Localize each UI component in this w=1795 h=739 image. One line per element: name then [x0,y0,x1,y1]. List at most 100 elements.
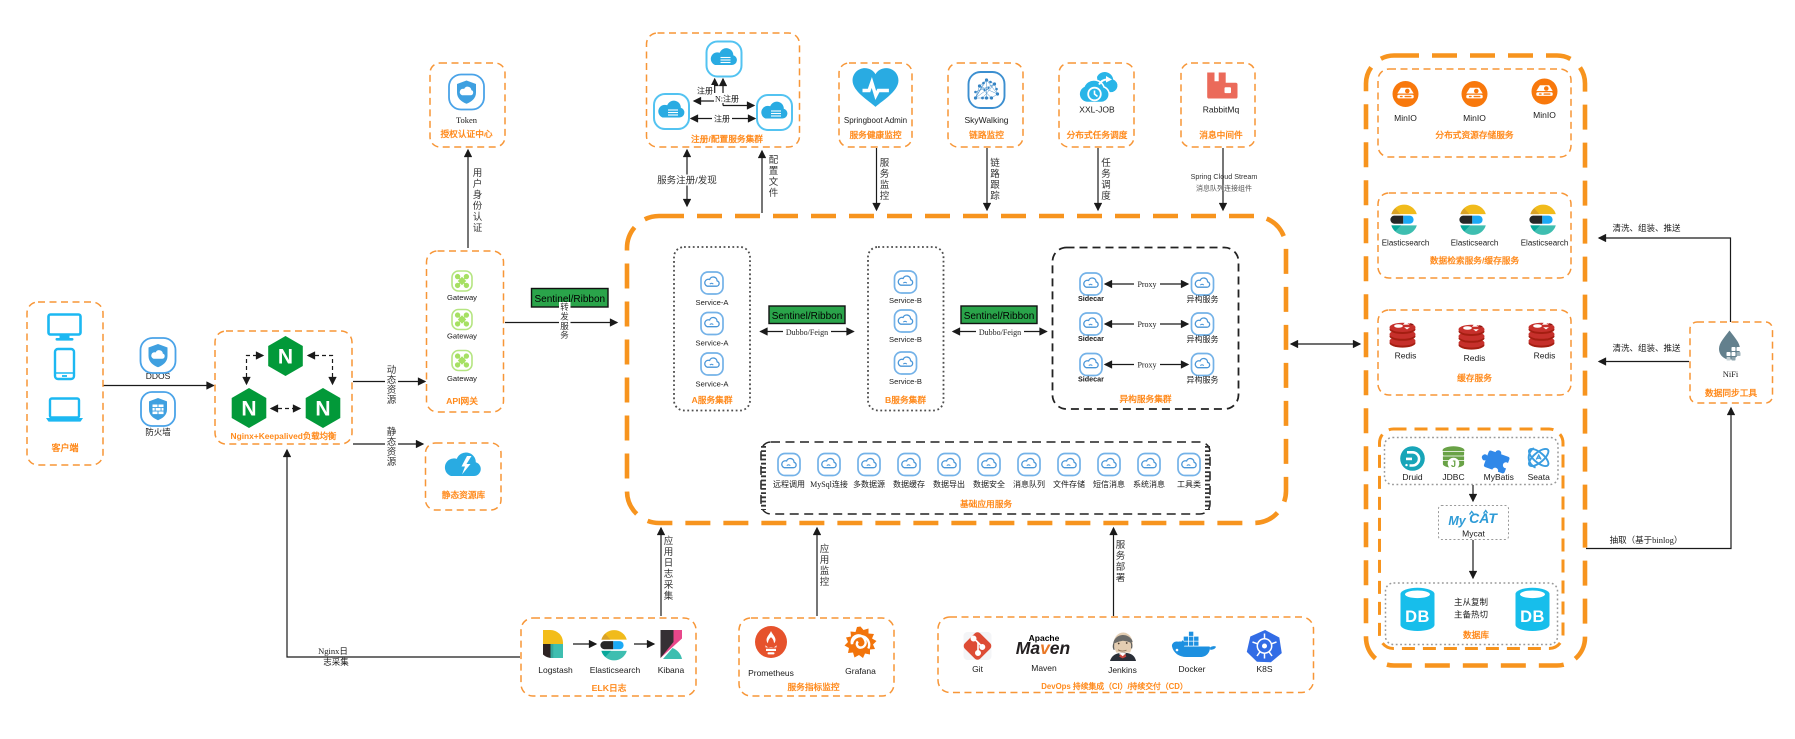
svg-text:Service-B: Service-B [889,377,922,386]
svg-text:Jenkins: Jenkins [1108,665,1137,675]
svg-text:注册: 注册 [697,86,713,96]
svg-text:配置文件: 配置文件 [769,155,779,199]
svg-text:Gateway: Gateway [447,293,477,302]
svg-text:服务指标监控: 服务指标监控 [787,681,839,692]
svg-text:抽取（基于binlog）: 抽取（基于binlog） [1610,535,1683,545]
svg-text:Proxy: Proxy [1137,320,1156,329]
svg-text:基础应用服务: 基础应用服务 [960,498,1012,509]
svg-text:Gateway: Gateway [447,374,477,383]
svg-text:Service-B: Service-B [889,335,922,344]
svg-text:静态资源库: 静态资源库 [442,489,486,500]
svg-text:服务健康监控: 服务健康监控 [849,129,901,140]
svg-text:Gateway: Gateway [447,332,477,341]
svg-text:异构服务: 异构服务 [1187,294,1219,304]
svg-text:MySql连接: MySql连接 [810,479,848,489]
svg-text:Elasticsearch: Elasticsearch [1521,239,1569,248]
svg-text:数据缓存: 数据缓存 [893,479,925,489]
svg-text:MinIO: MinIO [1463,113,1486,123]
svg-text:Elasticsearch: Elasticsearch [1382,239,1430,248]
svg-text:Spring Cloud Stream: Spring Cloud Stream [1191,172,1258,181]
svg-text:Maven: Maven [1031,663,1057,673]
svg-text:服务监控: 服务监控 [880,158,890,202]
svg-text:工具类: 工具类 [1177,479,1201,489]
svg-text:Sentinel/Ribbon: Sentinel/Ribbon [772,311,843,322]
svg-text:消息队列连接组件: 消息队列连接组件 [1196,184,1252,193]
svg-text:A服务集群: A服务集群 [691,394,732,405]
svg-text:消息中间件: 消息中间件 [1199,129,1243,140]
svg-text:Sidecar: Sidecar [1078,375,1104,384]
svg-text:防火墙: 防火墙 [145,427,171,437]
svg-text:缓存服务: 缓存服务 [1457,372,1492,383]
svg-text:志采集: 志采集 [323,657,349,667]
svg-text:链路监控: 链路监控 [969,129,1004,140]
svg-text:Seata: Seata [1528,472,1550,482]
svg-text:主备热切: 主备热切 [1454,610,1488,620]
svg-text:数据导出: 数据导出 [933,479,965,489]
svg-text:Kibana: Kibana [658,665,685,675]
svg-text:Redis: Redis [1534,351,1556,361]
svg-text:异构服务: 异构服务 [1187,334,1219,344]
svg-text:注册/配置服务集群: 注册/配置服务集群 [691,133,763,144]
svg-text:授权认证中心: 授权认证中心 [440,128,492,139]
svg-text:Springboot Admin: Springboot Admin [844,116,907,125]
svg-text:数据同步工具: 数据同步工具 [1705,387,1757,398]
svg-text:Service-A: Service-A [696,298,730,307]
svg-text:主从复制: 主从复制 [1454,597,1488,607]
svg-text:Nginx日: Nginx日 [318,646,348,656]
svg-text:Service-A: Service-A [696,339,730,348]
svg-text:Redis: Redis [1464,353,1486,363]
svg-text:XXL-JOB: XXL-JOB [1079,105,1115,115]
svg-text:Dubbo/Feign: Dubbo/Feign [786,328,828,337]
svg-text:K8S: K8S [1256,664,1272,674]
svg-text:分布式任务调度: 分布式任务调度 [1067,129,1128,140]
svg-text:Sidecar: Sidecar [1078,334,1104,343]
svg-text:数据安全: 数据安全 [973,479,1005,489]
svg-text:Dubbo/Feign: Dubbo/Feign [979,328,1021,337]
svg-text:数据检索服务/缓存服务: 数据检索服务/缓存服务 [1430,255,1520,266]
svg-text:SkyWalking: SkyWalking [964,115,1008,125]
svg-text:注册: 注册 [714,114,730,124]
svg-text:Druid: Druid [1402,472,1423,482]
svg-text:Sentinel/Ribbon: Sentinel/Ribbon [534,294,605,305]
svg-text:NiFi: NiFi [1723,369,1739,379]
svg-text:异构服务: 异构服务 [1187,375,1219,385]
svg-text:Token: Token [456,115,478,125]
svg-text:Proxy: Proxy [1137,280,1156,289]
svg-text:MinIO: MinIO [1533,110,1556,120]
svg-text:N:注册: N:注册 [715,94,739,104]
svg-text:数据库: 数据库 [1463,629,1489,640]
svg-text:转发服务: 转发服务 [560,302,569,340]
svg-text:任务调度: 任务调度 [1101,157,1111,202]
svg-text:Grafana: Grafana [845,666,876,676]
svg-text:RabbitMq: RabbitMq [1203,105,1240,115]
svg-text:分布式资源存储服务: 分布式资源存储服务 [1435,129,1514,140]
svg-text:Nginx+Keepalived负载均衡: Nginx+Keepalived负载均衡 [231,431,338,441]
svg-text:应用日志采集: 应用日志采集 [664,535,674,602]
svg-text:Logstash: Logstash [538,665,573,675]
svg-text:JDBC: JDBC [1442,472,1464,482]
svg-text:远程调用: 远程调用 [773,480,805,489]
svg-text:MyBatis: MyBatis [1484,472,1514,482]
svg-text:短信消息: 短信消息 [1093,479,1125,489]
svg-text:Elasticsearch: Elasticsearch [1451,239,1499,248]
svg-text:Sentinel/Ribbon: Sentinel/Ribbon [964,311,1035,322]
svg-text:系统消息: 系统消息 [1133,479,1165,489]
svg-text:链路跟踪: 链路跟踪 [990,157,1000,202]
svg-text:多数据源: 多数据源 [853,479,885,489]
svg-text:MinIO: MinIO [1394,113,1417,123]
svg-text:动态资源: 动态资源 [387,365,397,406]
svg-text:Git: Git [972,664,984,674]
svg-text:Service-A: Service-A [696,380,730,389]
svg-text:DDOS: DDOS [146,371,171,381]
svg-text:应用监控: 应用监控 [820,543,830,588]
svg-text:服务注册/发现: 服务注册/发现 [657,175,717,187]
svg-text:清洗、组装、推送: 清洗、组装、推送 [1612,343,1681,353]
svg-text:DevOps 持续集成（CI）/持续交付（CD）: DevOps 持续集成（CI）/持续交付（CD） [1041,681,1187,691]
svg-text:API网关: API网关 [446,395,478,406]
svg-text:Prometheus: Prometheus [748,668,794,678]
svg-text:清洗、组装、推送: 清洗、组装、推送 [1612,223,1681,233]
svg-text:B服务集群: B服务集群 [885,394,926,405]
svg-text:Docker: Docker [1179,664,1206,674]
svg-text:异构服务集群: 异构服务集群 [1119,393,1171,404]
svg-text:Mycat: Mycat [1462,529,1485,539]
